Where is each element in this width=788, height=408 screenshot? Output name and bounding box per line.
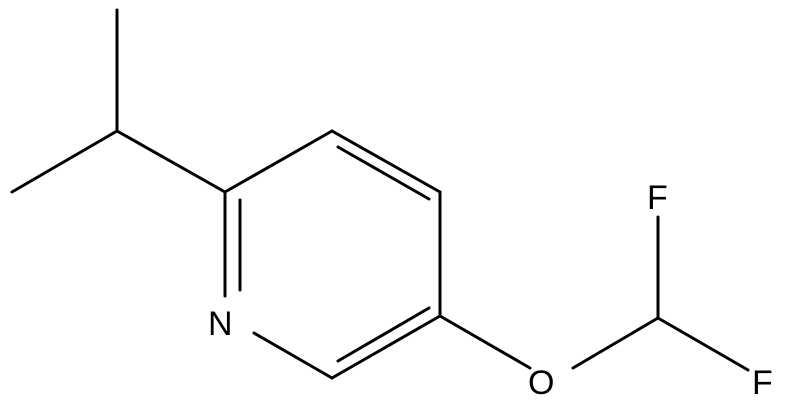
bond-c5-o: [438, 314, 532, 370]
bond-c6-n: [252, 331, 334, 380]
fluorine-bottom-label: F: [752, 364, 773, 402]
bond-c3-c4: [330, 129, 442, 194]
oxygen-label: O: [528, 364, 554, 402]
bond-methyl-left: [10, 129, 119, 194]
bond-o-cf2: [571, 316, 660, 370]
bond-c3-c4-double: [336, 145, 431, 201]
fluorine-top-label: F: [647, 179, 668, 217]
bond-isopropyl-ring: [115, 129, 227, 194]
bond-cf2-f-bottom: [656, 316, 750, 372]
nitrogen-label: N: [208, 305, 233, 343]
bond-c2-c3: [223, 129, 334, 194]
bond-c5-c6: [330, 314, 442, 380]
bond-c5-c6-double: [336, 306, 431, 363]
